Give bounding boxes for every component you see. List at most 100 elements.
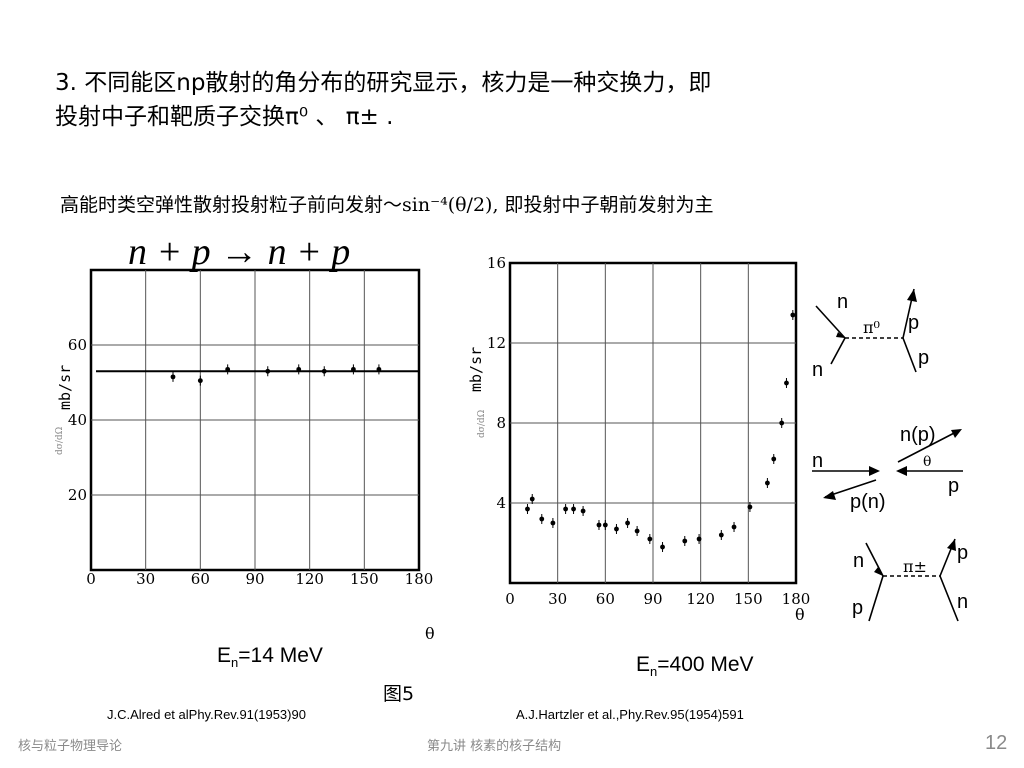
right-y-symbol: dσ/dΩ — [477, 410, 487, 438]
y-tick-label: 8 — [496, 414, 506, 432]
y-tick-label: 20 — [68, 486, 87, 504]
subheading: 高能时类空弹性散射投射粒子前向发射～sin⁻⁴(θ/2), 即投射中子朝前发射为… — [60, 194, 714, 216]
footer-course-title: 核与粒子物理导论 — [18, 739, 123, 754]
pipm-n-top-label: n — [853, 550, 864, 572]
left-energy-caption: En=14 MeV — [217, 644, 323, 671]
arrowhead-icon — [947, 539, 956, 551]
arrowhead-icon — [823, 491, 836, 500]
right-reference: A.J.Hartzler et al.,Phy.Rev.95(1954)591 — [516, 707, 744, 722]
footer-lecture-title: 第九讲 核素的核子结构 — [427, 739, 562, 754]
data-point — [784, 380, 789, 386]
pipm-n-top-line — [865, 542, 884, 577]
scatter-p-label: p — [948, 475, 959, 497]
pi0-n-in-label: n — [837, 291, 848, 313]
data-point — [550, 520, 556, 526]
data-point — [296, 366, 302, 372]
x-tick-label: 180 — [782, 590, 811, 608]
right-y-unit: mb/sr — [467, 347, 485, 392]
y-tick-label: 16 — [487, 254, 506, 272]
data-point — [634, 528, 640, 534]
data-point — [602, 522, 608, 528]
pipm-n-right-label: n — [957, 591, 968, 613]
left-y-unit: mb/sr — [56, 365, 74, 410]
data-point — [596, 522, 602, 528]
x-tick-label: 150 — [350, 570, 379, 588]
x-tick-label: 30 — [136, 570, 155, 588]
scatter-kinematics-diagram — [812, 429, 963, 498]
x-tick-label: 90 — [245, 570, 264, 588]
scatter-pn-label: p(n) — [850, 491, 886, 513]
y-tick-label: 40 — [68, 411, 87, 429]
x-tick-label: 120 — [295, 570, 324, 588]
pipm-p-bottom-line — [868, 575, 884, 622]
data-point — [747, 504, 753, 510]
pi0-n-in-line — [815, 305, 846, 339]
x-tick-label: 120 — [686, 590, 715, 608]
pi0-p-top-label: p — [908, 312, 919, 334]
pipm-p-right-label: p — [957, 542, 968, 564]
pipm-exchange-diagram — [865, 538, 959, 622]
pi0-p-bottom-label: p — [918, 347, 929, 369]
page-number: 12 — [985, 732, 1008, 754]
arrowhead-icon — [951, 429, 962, 438]
pi0-p-bottom-line — [902, 337, 917, 373]
left-reference: J.C.Alred et alPhy.Rev.91(1953)90 — [107, 707, 306, 722]
x-tick-label: 180 — [405, 570, 434, 588]
arrowhead-icon — [874, 567, 883, 576]
data-point — [170, 374, 176, 380]
data-point — [529, 496, 535, 502]
pi0-meson-label: π⁰ — [863, 318, 880, 337]
data-point — [771, 456, 777, 462]
pi0-n-out-line — [830, 337, 846, 365]
y-tick-label: 60 — [68, 336, 87, 354]
x-tick-label: 90 — [643, 590, 662, 608]
data-point — [321, 368, 327, 374]
left-y-symbol: dσ/dΩ — [55, 427, 65, 455]
data-point — [614, 526, 619, 532]
arrowhead-icon — [907, 289, 917, 302]
right-plot-points — [525, 310, 796, 552]
data-point — [225, 366, 231, 372]
x-tick-label: 150 — [734, 590, 763, 608]
arrowhead-icon — [836, 332, 845, 338]
data-point — [765, 480, 770, 486]
right-x-axis-symbol: θ — [795, 605, 805, 624]
data-point — [376, 366, 382, 372]
data-point — [580, 508, 586, 514]
data-point — [682, 538, 688, 544]
x-tick-label: 0 — [86, 570, 96, 588]
figure-label: 图5 — [383, 683, 415, 705]
x-tick-label: 0 — [505, 590, 515, 608]
arrowhead-icon — [896, 466, 907, 476]
reaction-equation: n + p → n + p — [128, 231, 351, 273]
data-point — [265, 368, 271, 374]
scatter-np-label: n(p) — [900, 424, 936, 446]
x-tick-label: 30 — [548, 590, 567, 608]
heading-line-2: 投射中子和靶质子交换π⁰ 、 π± . — [55, 104, 394, 130]
arrowhead-icon — [869, 466, 880, 476]
data-point — [539, 516, 545, 522]
data-point — [197, 378, 203, 384]
left-x-axis-symbol: θ — [425, 624, 435, 643]
data-point — [563, 506, 569, 512]
data-point — [351, 366, 356, 372]
scatter-np-out-line — [897, 429, 961, 463]
heading-line-1: 3. 不同能区np散射的角分布的研究显示，核力是一种交换力，即 — [55, 70, 712, 96]
pi0-n-out-label: n — [812, 359, 823, 381]
x-tick-label: 60 — [596, 590, 615, 608]
left-plot-grid — [91, 270, 419, 570]
pi0-exchange-diagram — [815, 288, 917, 373]
data-point — [571, 506, 576, 512]
data-point — [525, 506, 530, 512]
pipm-p-bottom-label: p — [852, 597, 863, 619]
scatter-n-label: n — [812, 450, 823, 472]
data-point — [779, 420, 785, 426]
data-point — [696, 536, 702, 542]
data-point — [660, 544, 665, 550]
pipm-n-right-line — [939, 575, 959, 622]
right-plot-grid — [510, 263, 796, 583]
data-point — [718, 532, 724, 538]
